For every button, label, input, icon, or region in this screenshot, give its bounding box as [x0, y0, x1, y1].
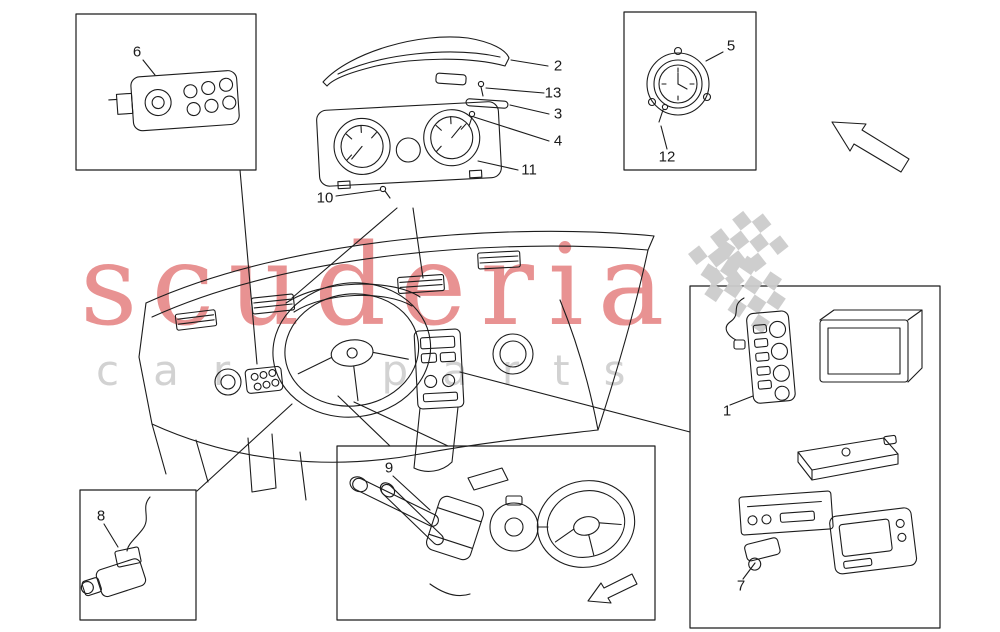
clock-drawing — [646, 46, 712, 116]
callout-8[interactable]: 8 — [96, 507, 106, 525]
frame-console-parts — [689, 285, 941, 629]
leader-7 — [742, 562, 756, 580]
leader-9 — [392, 475, 431, 511]
callout-4[interactable]: 4 — [553, 132, 563, 150]
leader-12 — [660, 125, 668, 150]
dashboard-illustration — [138, 230, 655, 501]
checkered-flag-graphic — [688, 210, 789, 334]
callout-6[interactable]: 6 — [132, 43, 142, 61]
leader-lines-main — [196, 207, 691, 492]
cluster-cover-drawing — [322, 36, 510, 87]
direction-arrow-small — [587, 573, 638, 604]
screw-10-drawing — [379, 185, 391, 199]
display-unit-drawing — [819, 309, 923, 383]
radio-unit-drawing — [738, 490, 834, 536]
callout-11[interactable]: 11 — [521, 161, 537, 179]
direction-arrow-icon — [831, 121, 910, 173]
callout-7[interactable]: 7 — [736, 577, 746, 595]
frame-steering-column — [336, 445, 656, 621]
switch-7-drawing — [744, 537, 781, 571]
instrument-cluster-drawing — [316, 101, 502, 190]
leader-6 — [142, 59, 156, 76]
callout-10[interactable]: 10 — [316, 189, 334, 207]
callout-5[interactable]: 5 — [726, 37, 736, 55]
screw-13-drawing — [477, 80, 485, 97]
leader-1 — [729, 395, 754, 406]
screw-12-drawing — [658, 103, 669, 123]
headlight-switch-drawing — [108, 70, 240, 132]
frame-switch — [79, 489, 197, 621]
leader-5 — [705, 51, 724, 62]
callout-12[interactable]: 12 — [658, 148, 676, 166]
console-parts-drawing — [725, 297, 923, 575]
trim-3-drawing — [465, 98, 509, 109]
callout-9[interactable]: 9 — [384, 459, 394, 477]
frame-clock — [623, 11, 757, 171]
callout-1[interactable]: 1 — [722, 402, 732, 420]
steering-column-stalks-drawing — [349, 467, 636, 597]
leader-lines-cluster — [335, 59, 550, 197]
frame-headlight-switch — [75, 13, 257, 171]
callout-2[interactable]: 2 — [553, 57, 563, 75]
switch-8-drawing — [80, 496, 151, 598]
trim-bezel-drawing — [829, 507, 918, 575]
callout-3[interactable]: 3 — [553, 105, 563, 123]
bracket-tray-drawing — [797, 434, 899, 481]
leader-8 — [103, 523, 119, 548]
callout-13[interactable]: 13 — [544, 84, 562, 102]
